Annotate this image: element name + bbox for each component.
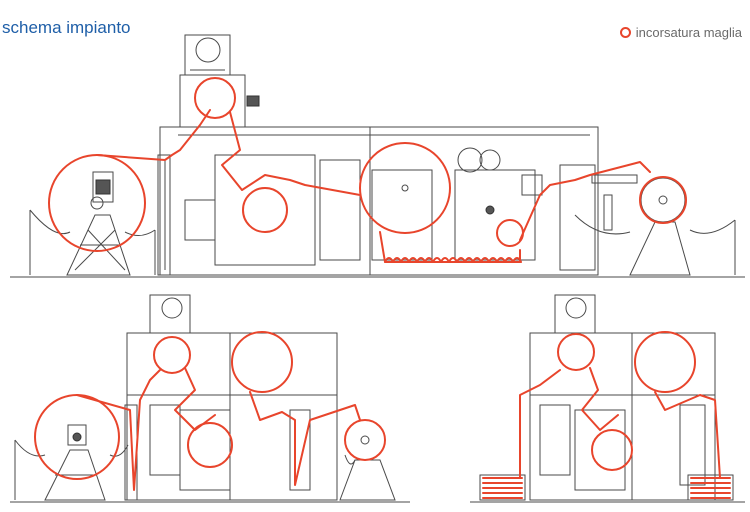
red-ring-icon xyxy=(619,27,631,38)
unwind-stand-bottom xyxy=(14,424,129,501)
fabric-path-bottom-right xyxy=(482,331,731,499)
legend: incorsatura maglia xyxy=(619,25,742,40)
hood-unit-bottom-left xyxy=(149,294,191,334)
rewind-stand-bottom-left xyxy=(339,435,396,501)
plant-top xyxy=(10,34,745,278)
fabric-path-bottom-left xyxy=(34,331,386,491)
machine-frame-top xyxy=(159,126,599,276)
rewind-stand xyxy=(574,174,736,276)
hood-unit-top xyxy=(179,34,260,128)
fabric-stack-left xyxy=(479,474,526,501)
page-title: schema impianto xyxy=(2,18,131,37)
legend-label: incorsatura maglia xyxy=(635,25,742,40)
unwind-stand xyxy=(29,171,156,276)
machine-frame-bottom-right xyxy=(529,332,716,501)
plant-bottom-right xyxy=(470,294,745,503)
fabric-path-top xyxy=(48,77,687,263)
fabric-stack-right xyxy=(687,474,734,501)
machine-frame-bottom-left xyxy=(126,332,338,501)
plant-bottom-left xyxy=(10,294,410,503)
hood-unit-bottom-right xyxy=(554,294,596,334)
